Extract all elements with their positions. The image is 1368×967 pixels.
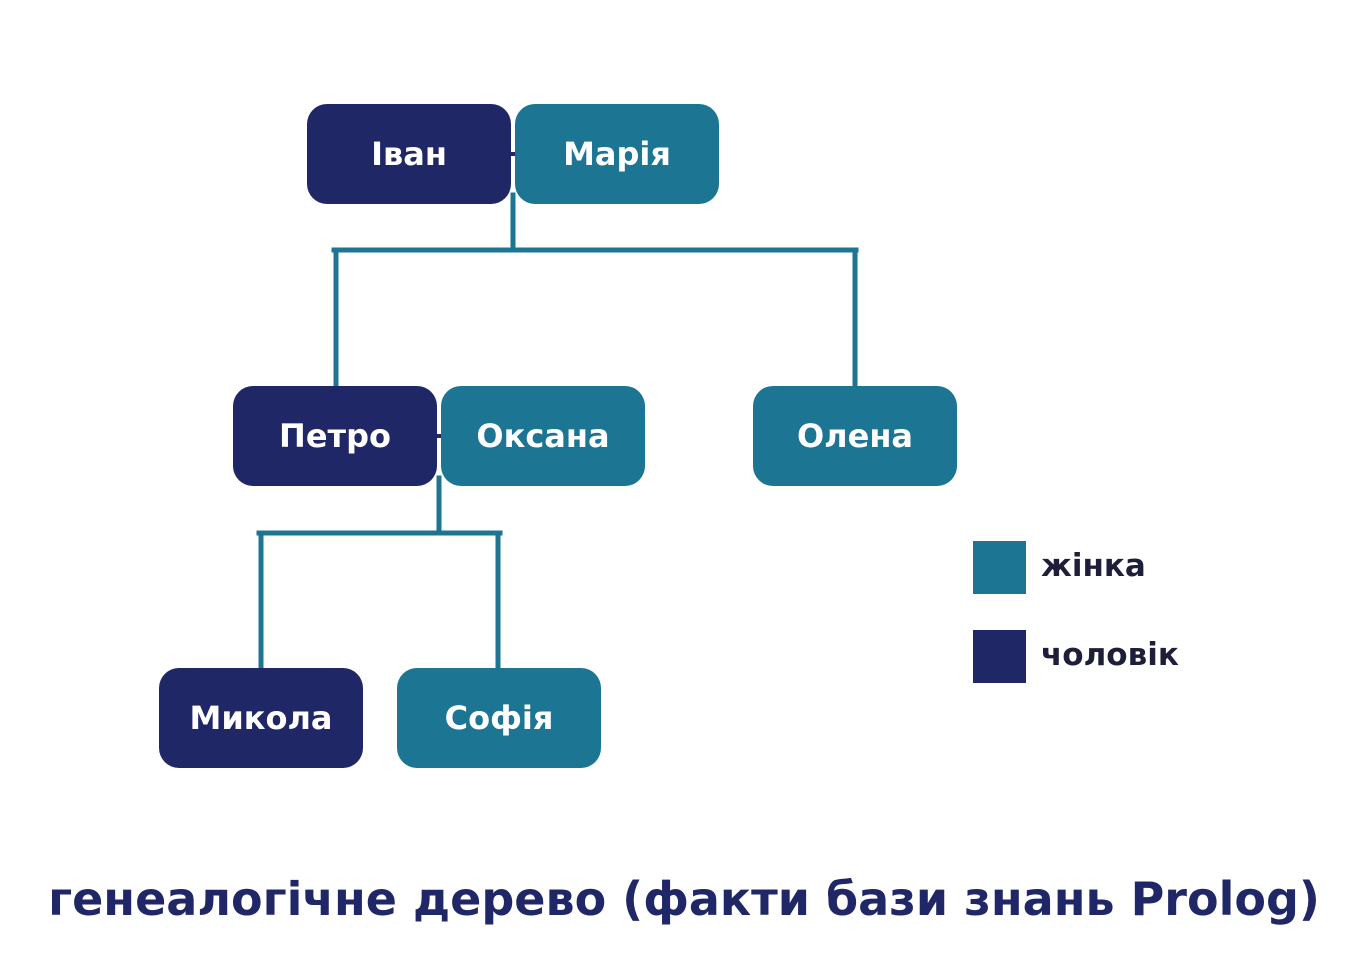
person-node-mykola: Микола — [159, 668, 363, 768]
person-node-petro: Петро — [233, 386, 437, 486]
descent-connectors-petro-oksana — [256, 475, 503, 673]
person-name: Микола — [190, 699, 333, 737]
legend-swatch-female — [973, 541, 1026, 594]
person-name: Олена — [797, 417, 913, 455]
person-name: Марія — [563, 135, 671, 173]
diagram-title: генеалогічне дерево (факти бази знань Pr… — [48, 872, 1320, 926]
legend-label-female: жінка — [1041, 548, 1146, 584]
person-name: Іван — [371, 135, 447, 173]
person-node-mariia: Марія — [515, 104, 719, 204]
person-name: Петро — [279, 417, 391, 455]
person-name: Оксана — [476, 417, 609, 455]
legend-swatch-male — [973, 630, 1026, 683]
person-node-oksana: Оксана — [441, 386, 645, 486]
legend-item-female: жінка — [973, 541, 1146, 594]
person-node-olena: Олена — [753, 386, 957, 486]
descent-connectors-ivan-mariia — [331, 192, 859, 391]
legend-label-male: чоловік — [1041, 637, 1179, 673]
legend-item-male: чоловік — [973, 630, 1179, 683]
person-node-sofiia: Софія — [397, 668, 601, 768]
person-node-ivan: Іван — [307, 104, 511, 204]
legend: жінка чоловік — [973, 541, 1179, 683]
person-name: Софія — [445, 699, 554, 737]
